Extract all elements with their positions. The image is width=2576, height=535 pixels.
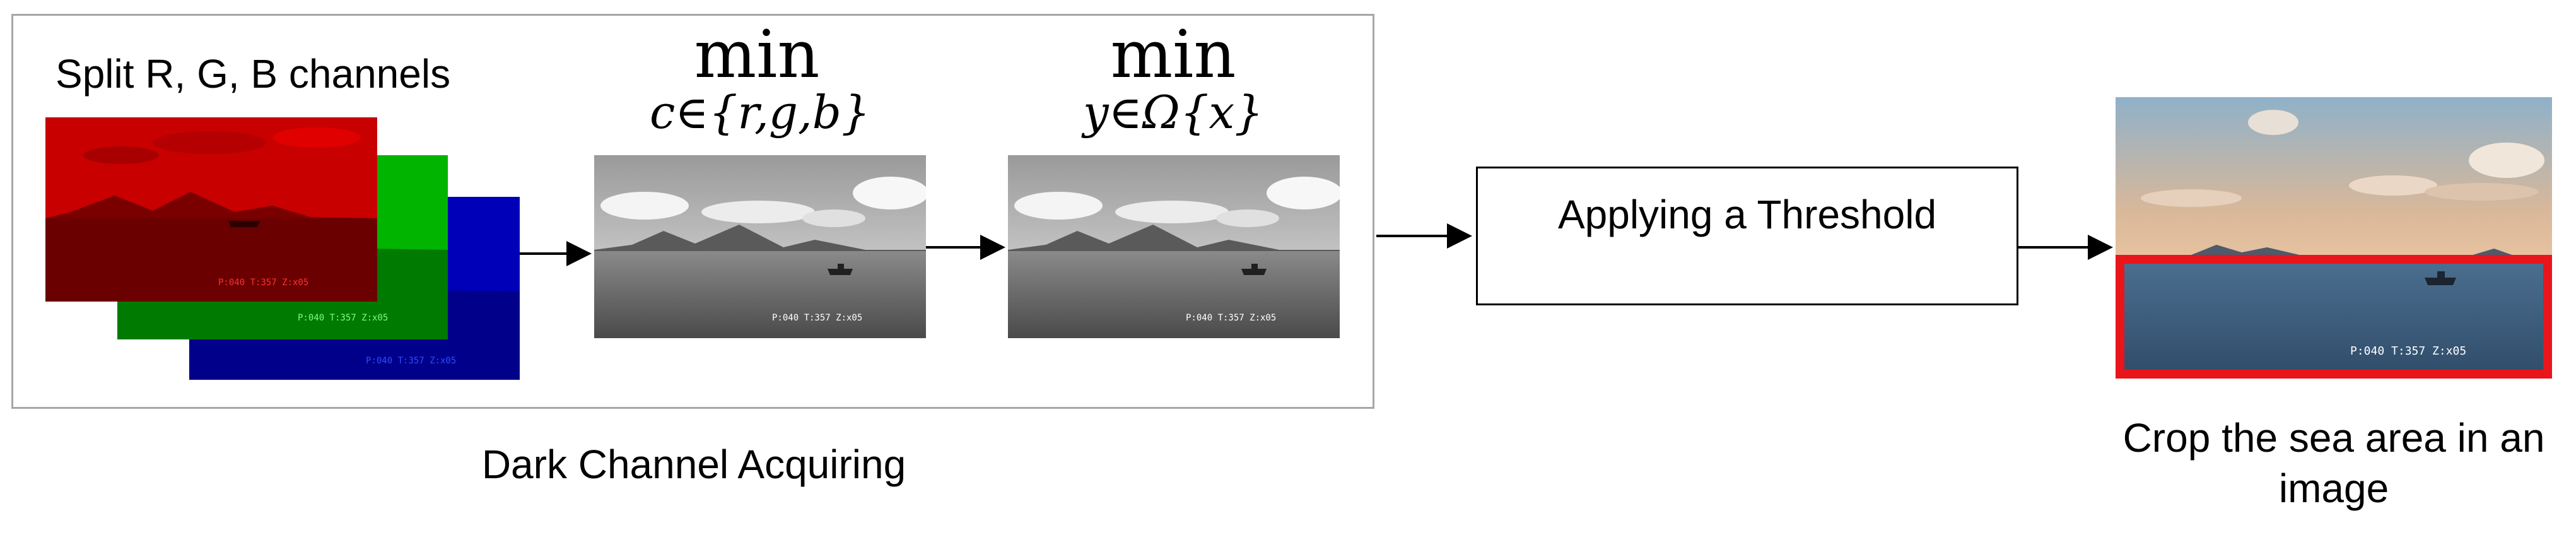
crop-caption: Crop the sea area in an image bbox=[2075, 413, 2576, 514]
blue-overlay-text: P:040 T:357 Z:x05 bbox=[366, 356, 456, 366]
gray1-overlay-text: P:040 T:357 Z:x05 bbox=[772, 313, 862, 323]
crop-caption-line-1: Crop the sea area in an bbox=[2122, 415, 2545, 461]
min-channel-operator: min bbox=[694, 16, 820, 93]
red-overlay-text: P:040 T:357 Z:x05 bbox=[218, 278, 308, 288]
min-over-window-formula: min y∈Ω{x} bbox=[1072, 21, 1274, 138]
split-channels-label: Split R, G, B channels bbox=[56, 51, 451, 97]
gray2-overlay-text: P:040 T:357 Z:x05 bbox=[1186, 313, 1276, 323]
red-channel-image: P:040 T:357 Z:x05 bbox=[45, 117, 377, 302]
threshold-label: Applying a Threshold bbox=[1557, 192, 1937, 237]
min-window-operator: min bbox=[1110, 16, 1236, 93]
min-channel-subscript: c∈{r,g,b} bbox=[650, 86, 870, 139]
threshold-box: Applying a Threshold bbox=[1476, 167, 2018, 305]
dark-channel-group-box bbox=[11, 14, 1374, 409]
final-color-image: P:040 T:357 Z:x05 bbox=[2116, 97, 2552, 379]
green-overlay-text: P:040 T:357 Z:x05 bbox=[298, 313, 388, 323]
final-overlay-text: P:040 T:357 Z:x05 bbox=[2350, 344, 2466, 358]
min-over-channels-formula: min c∈{r,g,b} bbox=[650, 16, 870, 139]
dark-channel-caption: Dark Channel Acquiring bbox=[481, 442, 906, 487]
grayscale-image-1: P:040 T:357 Z:x05 bbox=[594, 155, 926, 338]
sea-crop-highlight bbox=[2116, 255, 2552, 379]
grayscale-image-2: P:040 T:357 Z:x05 bbox=[1008, 155, 1340, 338]
min-window-subscript: y∈Ω{x} bbox=[1083, 86, 1263, 139]
crop-caption-line-2: image bbox=[2278, 466, 2389, 511]
